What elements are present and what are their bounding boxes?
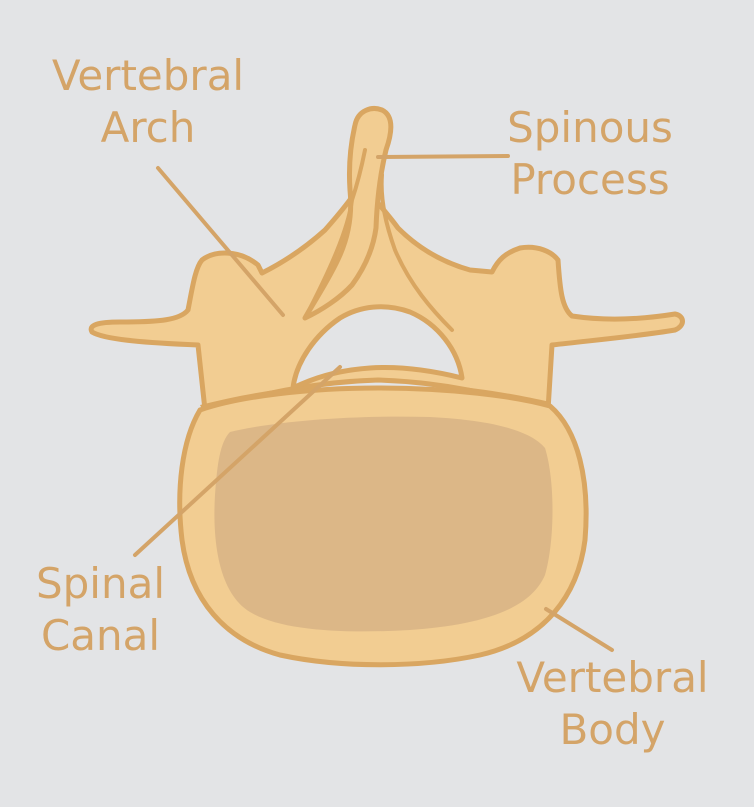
leader-line-canal bbox=[133, 365, 342, 557]
label-spinal-canal-line1: Spinal bbox=[35, 559, 165, 608]
leader-line-spinous bbox=[376, 154, 510, 159]
vertebral-arch-shape bbox=[88, 185, 685, 413]
label-spinous-process-line2: Process bbox=[510, 155, 670, 204]
label-vertebral-arch-line2: Arch bbox=[100, 103, 196, 152]
label-vertebral-body-line1: Vertebral bbox=[516, 653, 709, 702]
label-vertebral-body-line2: Body bbox=[559, 705, 666, 754]
spinous-process-shape bbox=[302, 106, 394, 321]
spinal-canal-shape bbox=[290, 304, 465, 391]
label-spinal-canal-line2: Canal bbox=[40, 611, 161, 660]
label-spinal-canal: Spinal Canal bbox=[18, 558, 183, 662]
label-vertebral-arch: Vertebral Arch bbox=[48, 50, 248, 154]
leader-line-body bbox=[544, 607, 614, 652]
vertebral-body-inner bbox=[214, 416, 553, 632]
label-spinous-process: Spinous Process bbox=[495, 102, 685, 206]
label-vertebral-body: Vertebral Body bbox=[505, 652, 720, 756]
label-spinous-process-line1: Spinous bbox=[507, 103, 673, 152]
leader-line-arch bbox=[156, 166, 285, 317]
label-vertebral-arch-line1: Vertebral bbox=[51, 51, 245, 100]
